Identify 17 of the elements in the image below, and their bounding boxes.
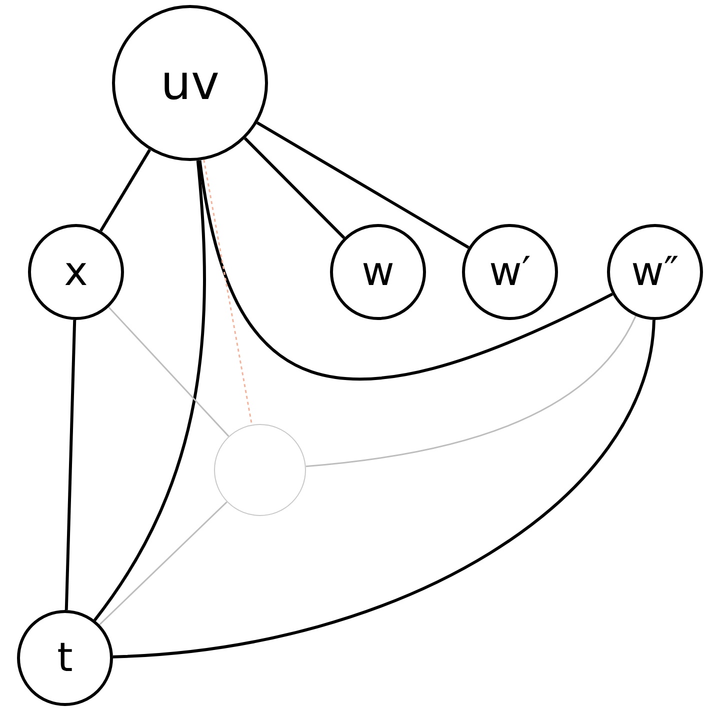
edge-line <box>256 121 470 249</box>
edge-line <box>244 137 346 240</box>
edge-line <box>198 160 614 380</box>
edge-line <box>93 160 206 622</box>
edge-line <box>112 320 656 658</box>
edge-line <box>64 320 76 610</box>
edge-line <box>108 306 230 437</box>
vertex-label: t <box>57 638 73 678</box>
edge-line <box>99 501 228 626</box>
vertex-label: w″ <box>631 252 679 292</box>
vertex-label: uv <box>160 59 220 107</box>
vertex-label: w <box>362 252 394 292</box>
edge-line <box>100 149 151 232</box>
vertex-label: w′ <box>489 252 531 292</box>
edge-line <box>203 160 253 425</box>
edge-line <box>306 316 636 468</box>
vertex-label: x <box>64 252 88 292</box>
